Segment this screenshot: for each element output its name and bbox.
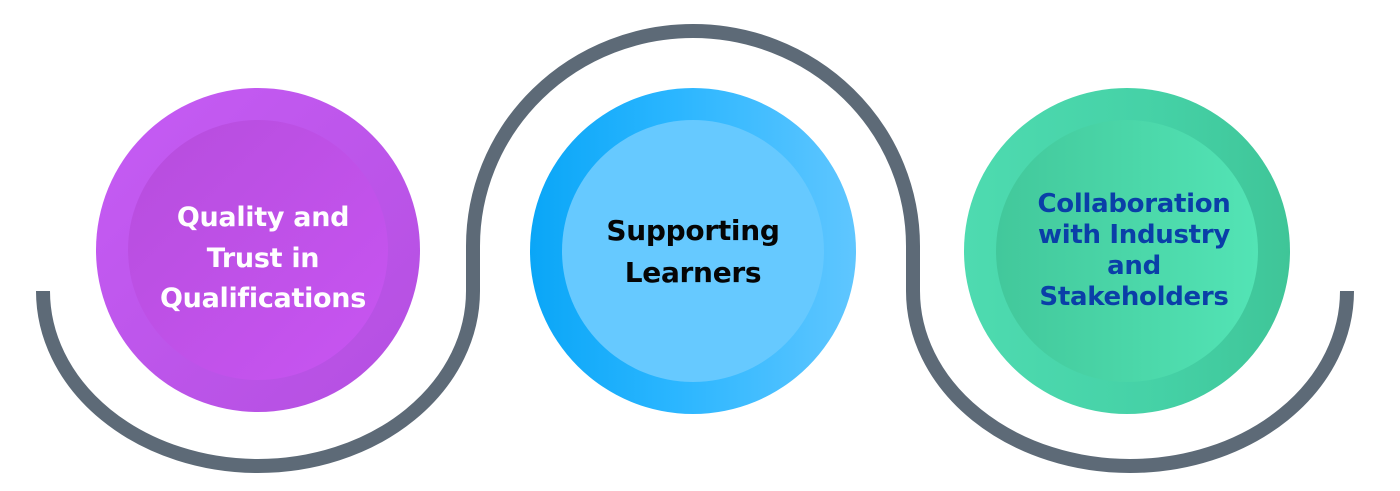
step-circle-quality-inner: Quality and Trust in Qualifications <box>128 120 388 380</box>
step-label-line: with Industry <box>1037 219 1230 250</box>
step-circle-collaboration-inner: Collaboration with Industry and Stakehol… <box>996 120 1258 382</box>
step-label-learners: Supporting Learners <box>606 210 780 294</box>
step-label-collaboration: Collaboration with Industry and Stakehol… <box>1019 189 1249 314</box>
step-label-line: and <box>1107 251 1161 281</box>
step-label-line: Collaboration <box>1037 188 1231 219</box>
step-label-quality: Quality and Trust in Qualifications <box>143 198 383 320</box>
step-circle-quality: Quality and Trust in Qualifications <box>96 88 420 412</box>
step-label-line: Quality and <box>176 202 350 234</box>
step-label-line: Learners <box>624 256 762 289</box>
step-circle-learners: Supporting Learners <box>530 88 856 414</box>
wave-connector-path <box>36 24 1354 473</box>
step-label-line: Supporting <box>606 214 780 247</box>
step-label-line: Stakeholders <box>1039 282 1229 313</box>
step-label-line: Qualifications <box>160 283 366 315</box>
step-label-line: Trust in <box>206 242 320 274</box>
step-circle-learners-inner: Supporting Learners <box>562 120 824 382</box>
step-circle-collaboration: Collaboration with Industry and Stakehol… <box>964 88 1290 414</box>
